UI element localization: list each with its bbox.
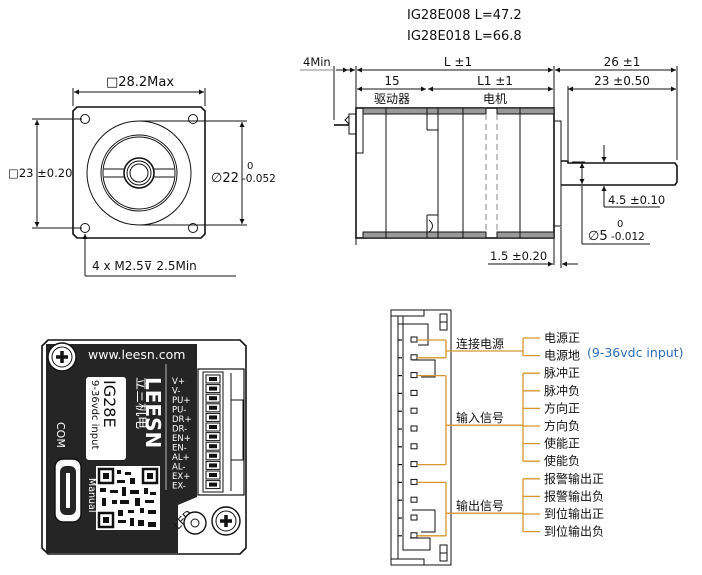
connector-pin [410,372,418,379]
connector-pin [410,443,418,450]
shaft-usable-label: 23 ±0.50 [594,74,650,88]
brand-cn: 立三机电 [133,377,148,429]
pin-label: EX- [172,482,186,492]
pilot-circle [86,120,192,226]
pin-label: PU- [172,406,186,416]
signal-label: 使能正 [544,436,580,451]
wiring-pins [398,336,418,539]
motor-text: 电机 [483,92,507,106]
board-url: www.leesn.com [88,347,185,362]
shaft [561,160,678,186]
min-label: 4Min [303,55,331,69]
qr-code [96,466,160,530]
motor-length-label: L1 ±1 [477,74,513,88]
signal-label: 方向正 [544,400,580,415]
pin-label: EN- [172,444,187,454]
pin-label: AL- [172,463,185,473]
signal-label: 到位输出正 [544,506,604,521]
boss-label: 1.5 ±0.20 [490,249,547,263]
width-label: □28.2Max [106,75,174,90]
signal-label: 脉冲正 [544,365,580,380]
group-label: 连接电源 [456,336,504,351]
connector-pin [410,425,418,432]
signal-label: 电源地 [544,349,580,363]
com-label: COM [54,422,67,448]
pin-label: V- [172,387,180,397]
L-label: L ±1 [444,55,472,69]
connector-pin [410,354,418,361]
driver-length-label: 15 [384,74,399,88]
signal-label: 脉冲负 [544,383,580,398]
pilot-tol-lower: -0.052 [242,173,276,185]
signal-label: 方向负 [544,418,580,433]
connector-pin [410,389,418,396]
board-voltage: 9-36vdc input [89,380,100,449]
pilot-tol-upper: 0 [247,161,253,172]
pin-label: AL+ [172,453,190,463]
shaft-circle [123,157,155,189]
driver-board: www.leesn.com 9-36vdc input IG28E 立三机电 L… [41,339,247,555]
flange-outline [72,106,206,239]
signal-label: 电源正 [544,331,580,345]
voltage-note: (9-36vdc input) [587,345,683,360]
pin-label: EN+ [172,434,191,444]
board-model: IG28E [100,380,119,428]
mount-hole [188,223,198,233]
front-boss [553,120,562,227]
pin-label: PU+ [172,396,190,406]
pin-label: V+ [172,377,185,387]
model-plate [86,377,126,460]
hole-spacing-label: □23 ±0.20 [8,166,72,180]
holes-label: 4 x M2.5⊽ 2.5Min [92,259,197,273]
connector-pin [410,407,418,414]
group-label: 输入信号 [456,410,504,425]
connector-pin [410,496,418,503]
model-label-2: IG28E018 L=66.8 [407,29,522,44]
inner-ring [100,134,178,212]
side-view: 4Min L ±1 26 ±1 15 L1 ±1 23 ±0.50 驱动器 电机 [300,55,678,268]
mount-hole [188,114,198,124]
connector-pin [410,478,418,485]
connector-pin [410,461,418,468]
driver-text: 驱动器 [374,92,410,106]
model-label-1: IG28E008 L=47.2 [407,8,522,23]
connector-pin [410,336,418,343]
connector-outline [390,309,452,566]
front-view: □28.2Max □23 ±0.20 ∅22 0 -0.052 4 x M2.5… [8,75,276,277]
signal-label: 报警输出负 [544,488,604,503]
flat-label: 4.5 ±0.10 [608,193,665,207]
manual-label: Manual [86,478,97,513]
shaft-tol-upper: 0 [617,219,623,230]
group-label: 输出信号 [456,498,504,513]
signal-label: 到位输出负 [544,524,604,539]
pin-labels: V+V-PU+PU-DR+DR-EN+EN-AL+AL-EX+EX- [172,377,192,492]
pin-label: DR- [172,425,187,435]
pin-label: DR+ [172,415,192,425]
pin-label: EX+ [172,472,190,482]
signal-label: 使能负 [544,453,580,468]
connector-pin [410,514,418,521]
shaft-length-label: 26 ±1 [604,55,641,69]
signal-label: 报警输出正 [544,471,604,486]
pilot-dia-label: ∅22 [211,171,239,186]
connector-pin [410,532,418,539]
shaft-dia-label: ∅5 [588,229,608,244]
brand-logo: LEESN [141,377,165,448]
shaft-tol-lower: -0.012 [611,231,645,243]
